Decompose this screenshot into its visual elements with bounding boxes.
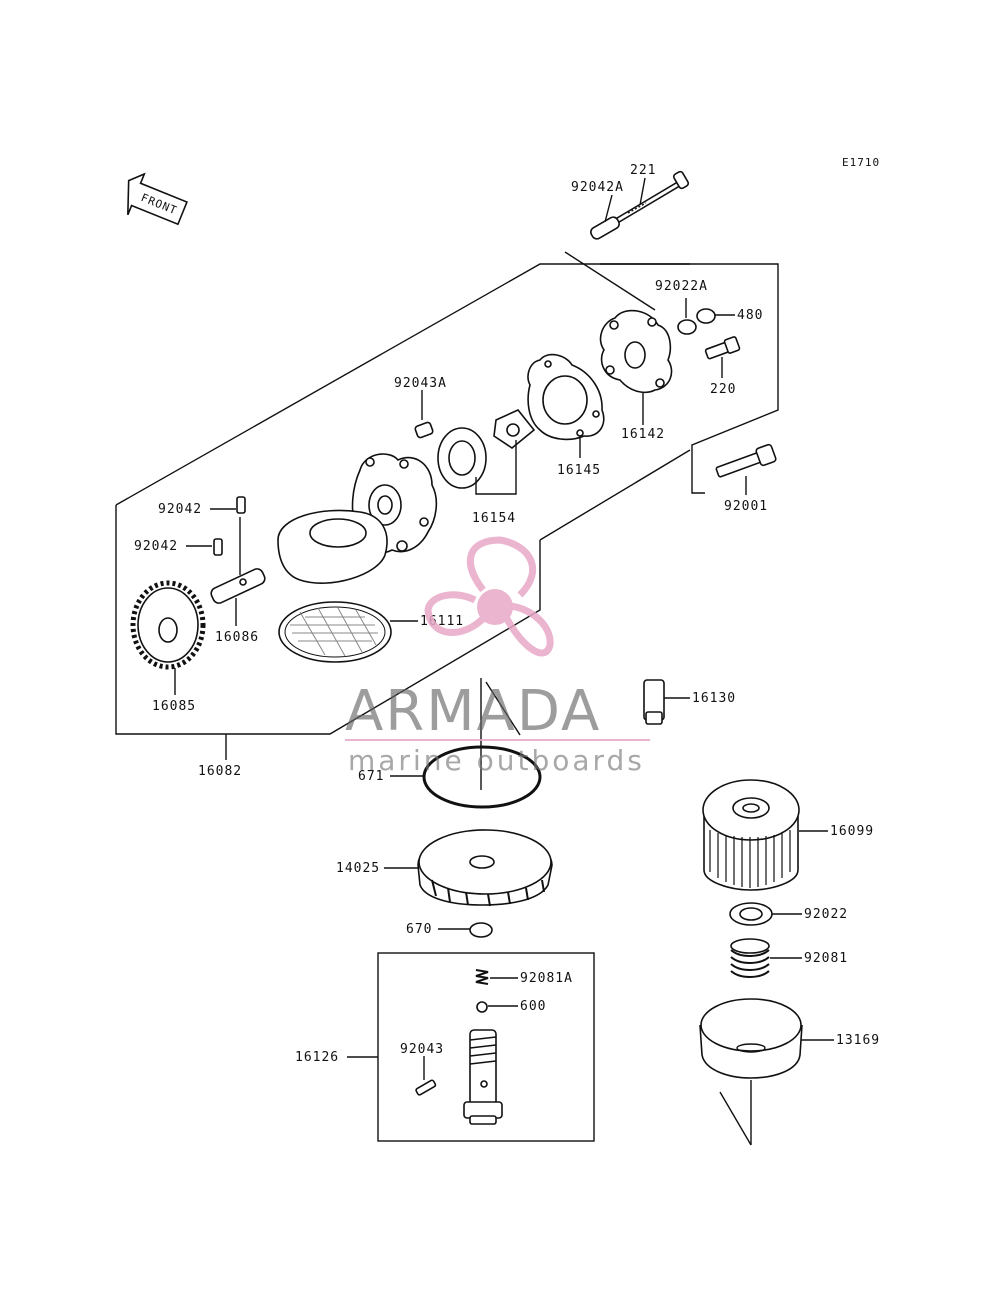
ball-600 xyxy=(476,1001,488,1013)
pump-shaft-16086 xyxy=(210,568,266,604)
o-ring-671 xyxy=(422,745,542,809)
label-92081: 92081 xyxy=(804,951,848,966)
label-16082: 16082 xyxy=(198,764,242,779)
label-13169: 13169 xyxy=(836,1033,880,1048)
spring-92081 xyxy=(730,938,770,978)
bolt-assembly-box-16126 xyxy=(377,952,595,1142)
pin-92043A xyxy=(414,421,434,439)
label-16085: 16085 xyxy=(152,699,196,714)
pump-gear-16085 xyxy=(130,580,206,670)
filter-housing-13169 xyxy=(699,998,803,1079)
assembly-frame-16082 xyxy=(115,251,779,760)
label-92001: 92001 xyxy=(724,499,768,514)
label-220: 220 xyxy=(710,382,736,397)
label-92022: 92022 xyxy=(804,907,848,922)
bolt-92001 xyxy=(715,443,777,478)
relief-valve-bolt xyxy=(463,1029,503,1125)
gasket-16145 xyxy=(527,353,605,441)
o-ring-670 xyxy=(469,922,493,938)
diagram-code: E1710 xyxy=(842,156,880,169)
outer-rotor-16154 xyxy=(437,427,487,489)
label-92043A: 92043A xyxy=(394,376,447,391)
label-16086: 16086 xyxy=(215,630,259,645)
label-92042-lower: 92042 xyxy=(134,539,178,554)
label-16126: 16126 xyxy=(295,1050,339,1065)
armada-logo: ARMADA marine outboards xyxy=(345,536,650,777)
label-92081A: 92081A xyxy=(520,971,573,986)
label-16154: 16154 xyxy=(472,511,516,526)
inner-rotor-16154 xyxy=(493,409,536,449)
dowel-92042A xyxy=(590,216,620,240)
label-600: 600 xyxy=(520,999,546,1014)
pin-92043 xyxy=(415,1079,437,1096)
oil-filter-16099 xyxy=(702,779,800,891)
label-14025: 14025 xyxy=(336,861,380,876)
pin-92042-lower xyxy=(213,538,223,556)
label-480: 480 xyxy=(737,308,763,323)
label-16099: 16099 xyxy=(830,824,874,839)
spring-92081A xyxy=(475,969,489,985)
label-671: 671 xyxy=(358,769,384,784)
pump-cover-16142 xyxy=(599,309,673,394)
label-92022A: 92022A xyxy=(655,279,708,294)
fitting-16130 xyxy=(643,679,665,725)
pin-92042-upper xyxy=(236,496,246,514)
label-221: 221 xyxy=(630,163,656,178)
strainer-plate xyxy=(277,509,388,584)
label-16145: 16145 xyxy=(557,463,601,478)
label-16142: 16142 xyxy=(621,427,665,442)
watermark-brand: ARMADA xyxy=(345,679,601,744)
propeller-logo-icon xyxy=(424,536,554,657)
label-92042-upper: 92042 xyxy=(158,502,202,517)
label-92042A: 92042A xyxy=(571,180,624,195)
o-ring-480 xyxy=(696,308,716,324)
bolt-220 xyxy=(704,336,741,360)
label-16130: 16130 xyxy=(692,691,736,706)
washer-92022A xyxy=(677,319,697,335)
front-arrow-icon: FRONT xyxy=(127,172,188,226)
filter-cover-14025 xyxy=(417,829,553,907)
label-92043: 92043 xyxy=(400,1042,444,1057)
watermark-tagline: marine outboards xyxy=(348,744,645,777)
label-670: 670 xyxy=(406,922,432,937)
oil-screen-16111 xyxy=(278,601,392,663)
